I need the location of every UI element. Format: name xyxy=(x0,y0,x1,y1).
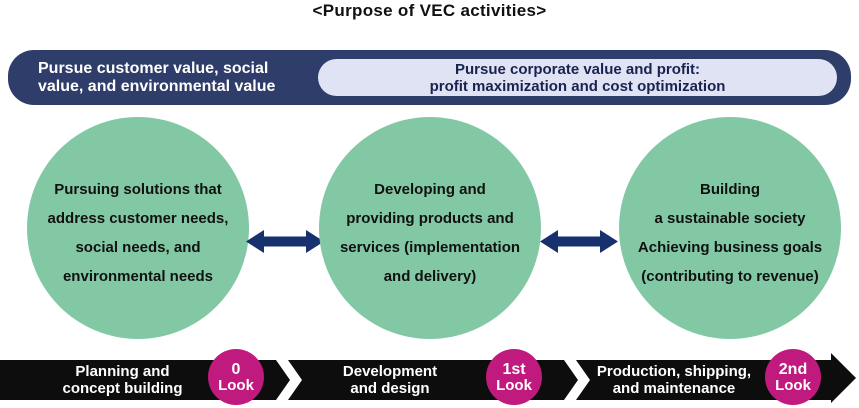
circle-sustainable-society: Building a sustainable society Achieving… xyxy=(619,117,841,339)
circle-customer-needs: Pursuing solutions that address customer… xyxy=(27,117,249,339)
stage-label-development: Development and design xyxy=(342,363,438,397)
double-arrow-icon xyxy=(540,230,618,253)
badge-2nd-look-number: 2nd xyxy=(778,360,808,378)
circle-products-services: Developing and providing products and se… xyxy=(319,117,541,339)
process-arrowhead xyxy=(831,353,856,403)
badge-1st-look: 1st Look xyxy=(486,349,542,405)
badge-2nd-look: 2nd Look xyxy=(765,349,821,405)
double-arrow-icon xyxy=(246,230,324,253)
page-title: <Purpose of VEC activities> xyxy=(312,1,547,20)
badge-2nd-look-word: Look xyxy=(775,376,811,394)
process-banner: Planning and concept building Developmen… xyxy=(0,348,859,408)
corporate-value-pill: Pursue corporate value and profit: profi… xyxy=(318,59,837,96)
customer-value-goal-text: Pursue customer value, social value, and… xyxy=(38,59,276,95)
badge-0-look: 0 Look xyxy=(208,349,264,405)
badge-0-look-number: 0 xyxy=(231,360,241,378)
circle-products-services-text: Developing and providing products and se… xyxy=(339,181,521,285)
badge-1st-look-number: 1st xyxy=(502,360,526,378)
badge-1st-look-word: Look xyxy=(496,376,532,394)
circle-customer-needs-text: Pursuing solutions that address customer… xyxy=(47,181,229,285)
header-bar: Pursue customer value, social value, and… xyxy=(8,50,851,105)
badge-0-look-word: Look xyxy=(218,376,254,394)
circle-sustainable-society-text: Building a sustainable society Achieving… xyxy=(637,181,823,285)
stage-label-planning: Planning and concept building xyxy=(62,363,183,397)
stage-label-production: Production, shipping, and maintenance xyxy=(596,363,752,397)
